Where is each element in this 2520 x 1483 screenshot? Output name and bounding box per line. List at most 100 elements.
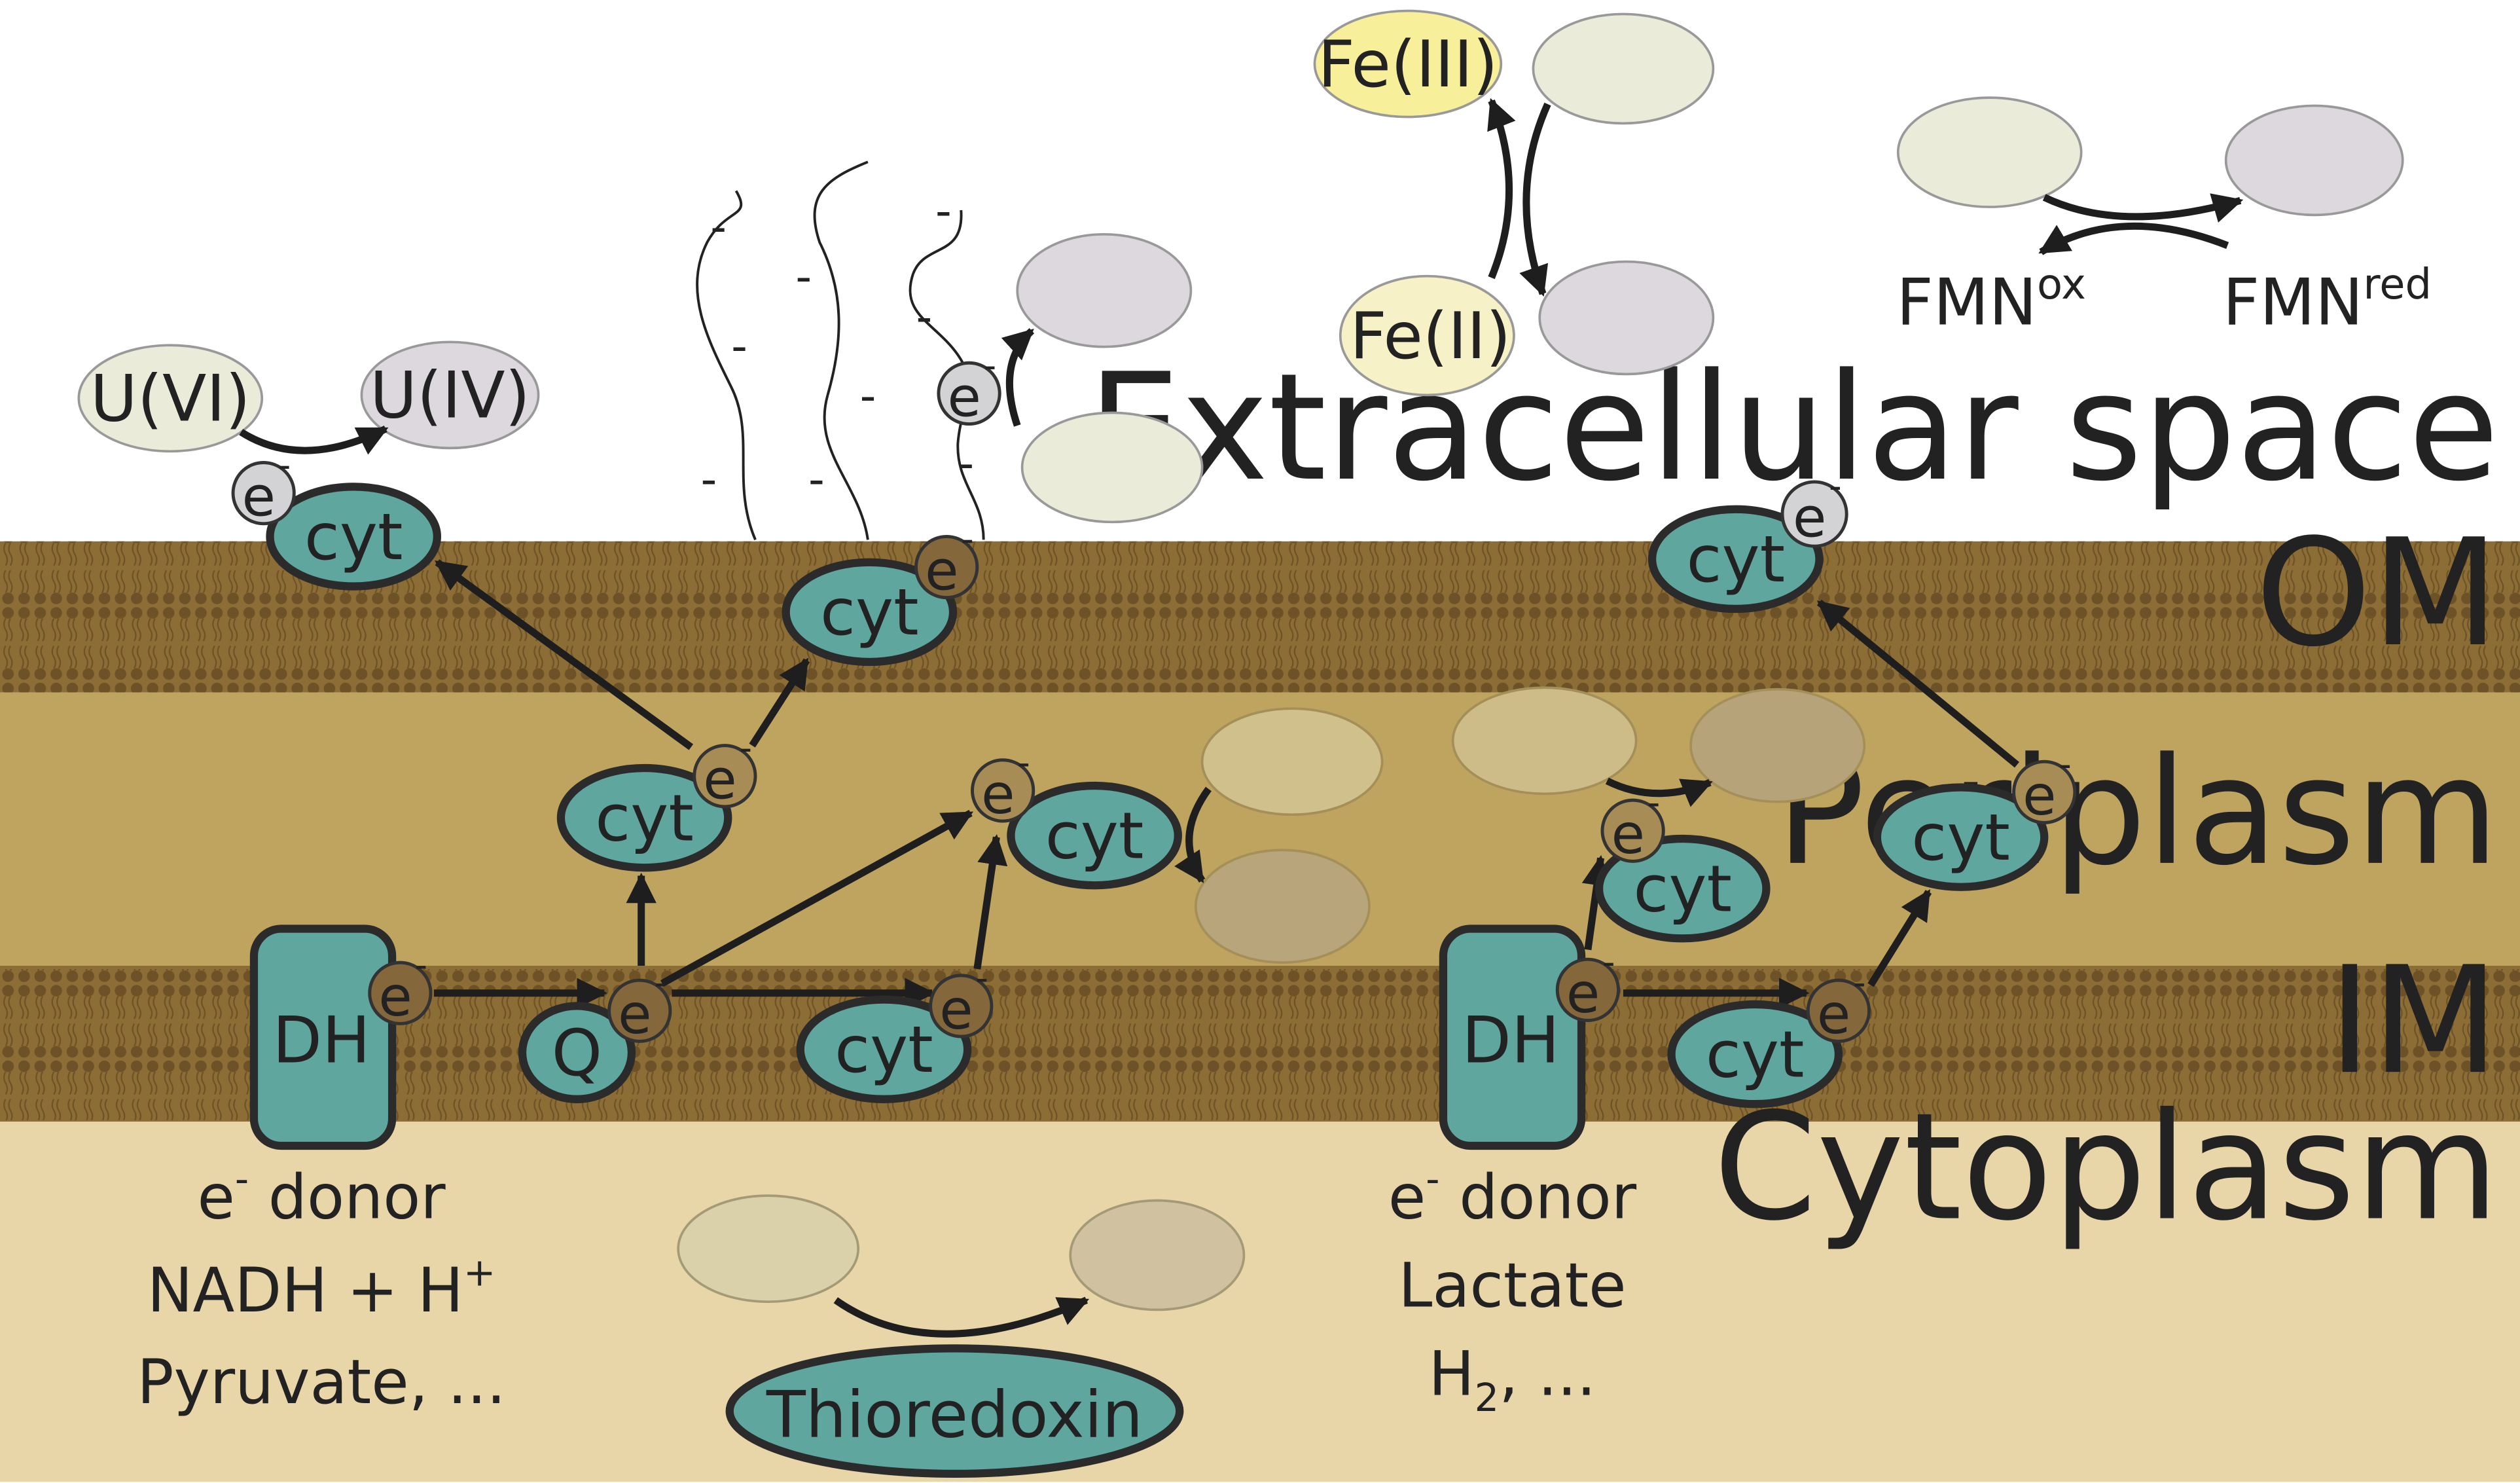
- periplasm-oxidant-2: [1451, 686, 1638, 796]
- cyt-periplasm-left: [556, 763, 732, 872]
- fe2-ellipse: [1339, 274, 1515, 397]
- pilus-oxidized-ellipse: [1020, 411, 1204, 524]
- cyt-om-left: [266, 483, 441, 591]
- cyt-label: cyt: [1706, 1017, 1805, 1092]
- dh-label-right: DH: [1462, 1003, 1559, 1078]
- cyt-periplasm-right-a: [1594, 834, 1771, 943]
- electron-marker: e -: [937, 344, 1001, 429]
- extracellular-space: [0, 1, 2520, 541]
- svg-text:e: e: [1611, 803, 1645, 866]
- dh-label-left: DH: [272, 1003, 370, 1078]
- svg-text:e: e: [981, 763, 1015, 826]
- donor-left-nadh: NADH + H+: [147, 1250, 496, 1327]
- fe-oxidant-ellipse: [1532, 12, 1715, 125]
- electron-marker: e -: [231, 445, 296, 529]
- pilus-charge: -: [860, 370, 876, 422]
- cytoplasm-space: [0, 1122, 2520, 1482]
- cyt-label: cyt: [595, 782, 694, 856]
- svg-text:-: -: [1017, 742, 1030, 783]
- fe3-ellipse: [1313, 9, 1503, 119]
- pilus-charge: -: [958, 437, 974, 490]
- u4-label: U(IV): [370, 359, 530, 433]
- dh-protein-left: [249, 925, 397, 1150]
- q-quinone: [518, 1002, 636, 1103]
- pilus-charge: -: [701, 454, 717, 506]
- pilus-2: [813, 160, 869, 540]
- label-cytoplasm: Cytoplasm: [1714, 1082, 2499, 1254]
- svg-text:-: -: [278, 445, 291, 486]
- fmn-ox-label: FMNox: [1896, 261, 2086, 340]
- electron-marker: e -: [368, 944, 433, 1029]
- svg-text:e: e: [2023, 764, 2056, 828]
- dh-protein-right: [1439, 925, 1586, 1150]
- svg-text:e: e: [618, 983, 651, 1046]
- pilus-3: [909, 210, 985, 540]
- electron-marker: e -: [914, 519, 979, 602]
- cyt-periplasm-middle: [1007, 781, 1182, 890]
- cyt-label: cyt: [1911, 801, 2010, 875]
- pilus-charge: -: [795, 251, 812, 303]
- svg-text:-: -: [739, 727, 752, 769]
- svg-text:-: -: [654, 962, 667, 1003]
- fe-reduced-ellipse: [1538, 260, 1715, 376]
- svg-text:-: -: [1602, 941, 1615, 982]
- svg-text:e: e: [1817, 983, 1850, 1046]
- electron-marker: e -: [1555, 941, 1620, 1025]
- fe2-label: Fe(II): [1350, 299, 1511, 374]
- fmn-red-label: FMNred: [2223, 261, 2432, 340]
- pilus-1: [696, 190, 757, 541]
- cyt-im-left: [796, 995, 972, 1103]
- u4-ellipse: [360, 340, 540, 450]
- donor-right-title: e- donor: [1388, 1156, 1637, 1233]
- svg-text:-: -: [1829, 466, 1841, 507]
- cyt-im-right: [1667, 1000, 1843, 1108]
- inner-membrane-lipids-bottom: [0, 1044, 2520, 1120]
- cyt-label: cyt: [1686, 522, 1785, 597]
- svg-text:e: e: [1793, 486, 1826, 549]
- donor-left-title: e- donor: [197, 1156, 446, 1233]
- svg-text:-: -: [2059, 743, 2072, 784]
- q-label: Q: [552, 1016, 602, 1091]
- cyt-label: cyt: [1633, 852, 1732, 927]
- thio-reduced-ellipse: [1069, 1199, 1246, 1311]
- label-om: OM: [2255, 507, 2499, 680]
- pilus-charge: -: [916, 291, 933, 344]
- electron-marker: e -: [2012, 743, 2077, 828]
- fmn-red-sup: red: [2363, 261, 2432, 309]
- svg-text:-: -: [984, 344, 997, 386]
- cyt-label: cyt: [304, 500, 403, 575]
- pilus-charge: -: [710, 201, 727, 253]
- electron-marker: e -: [693, 727, 757, 812]
- electron-marker: e -: [1806, 962, 1871, 1046]
- svg-text:-: -: [1853, 962, 1866, 1003]
- svg-text:e: e: [1566, 962, 1600, 1025]
- thioredoxin-protein: [725, 1344, 1184, 1478]
- cyt-label: cyt: [1045, 799, 1144, 874]
- u6-label: U(VI): [90, 362, 251, 437]
- svg-text:-: -: [1647, 782, 1661, 823]
- electron-marker: e -: [1600, 782, 1665, 866]
- electron-marker: e -: [971, 742, 1035, 826]
- svg-text:e: e: [948, 365, 981, 429]
- svg-text:-: -: [961, 519, 974, 560]
- svg-text:e: e: [242, 466, 276, 529]
- electron-marker: e -: [1780, 466, 1848, 549]
- donor-left-pyruvate: Pyruvate, ...: [137, 1347, 506, 1418]
- pilus-charge: -: [731, 320, 747, 373]
- donor-right-lactate: Lactate: [1398, 1251, 1626, 1322]
- svg-text:e: e: [925, 539, 958, 602]
- svg-text:e: e: [378, 965, 412, 1029]
- label-extracellular: Extracellular space: [1088, 342, 2500, 514]
- label-im: IM: [2328, 935, 2500, 1107]
- svg-text:e: e: [939, 978, 973, 1042]
- fe3-label: Fe(III): [1318, 27, 1498, 102]
- fmn-red-ellipse: [2224, 104, 2404, 217]
- fmn-ox-sup: ox: [2037, 261, 2086, 309]
- svg-text:e: e: [703, 748, 736, 812]
- pilus-charge: -: [808, 454, 825, 506]
- thioredoxin-label: Thioredoxin: [766, 1378, 1143, 1452]
- svg-text:-: -: [414, 944, 427, 985]
- svg-text:-: -: [975, 957, 988, 998]
- electron-marker: e -: [607, 962, 672, 1046]
